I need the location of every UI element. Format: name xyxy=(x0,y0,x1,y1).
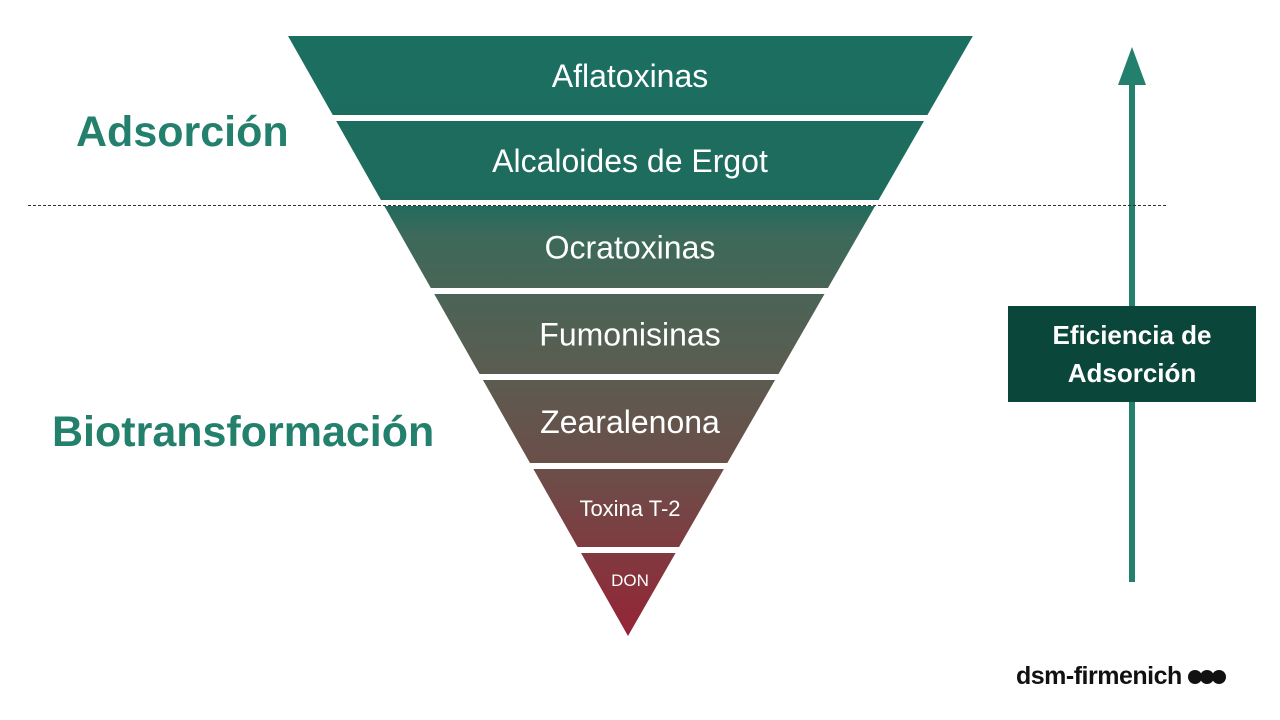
funnel-label: Zearalenona xyxy=(540,404,720,440)
category-adsorcion: Adsorción xyxy=(76,108,289,156)
funnel-label: Fumonisinas xyxy=(539,317,720,353)
funnel-level: Alcaloides de Ergot xyxy=(336,121,924,200)
funnel-band xyxy=(336,121,924,200)
efficiency-label-line1: Eficiencia de xyxy=(1052,320,1212,350)
funnel-label: Alcaloides de Ergot xyxy=(492,143,768,179)
funnel-level: Fumonisinas xyxy=(434,294,825,374)
category-biotransformacion: Biotransformación xyxy=(52,408,435,456)
funnel-level: Ocratoxinas xyxy=(384,206,876,288)
funnel-level: Zearalenona xyxy=(482,380,776,463)
funnel-label: Toxina T-2 xyxy=(579,496,680,521)
funnel-level: Aflatoxinas xyxy=(288,36,973,115)
funnel-band xyxy=(288,36,973,115)
funnel-label: Ocratoxinas xyxy=(545,230,716,266)
funnel-band xyxy=(434,294,825,374)
logo-dots-icon xyxy=(1187,669,1226,684)
funnel-band xyxy=(384,206,876,288)
funnel-level: Toxina T-2 xyxy=(533,469,724,547)
funnel-band xyxy=(580,553,676,636)
divider-line xyxy=(28,205,1166,206)
dsm-firmenich-logo: dsm-firmenich xyxy=(1016,662,1226,691)
logo-text: dsm-firmenich xyxy=(1016,662,1182,690)
funnel-band xyxy=(482,380,776,463)
funnel-level: DON xyxy=(580,553,676,636)
funnel-band xyxy=(533,469,724,547)
funnel-label: Aflatoxinas xyxy=(552,58,709,94)
funnel-label: DON xyxy=(611,571,649,590)
efficiency-label-box: Eficiencia de Adsorción xyxy=(1008,306,1256,402)
efficiency-label-line2: Adsorción xyxy=(1067,358,1197,388)
